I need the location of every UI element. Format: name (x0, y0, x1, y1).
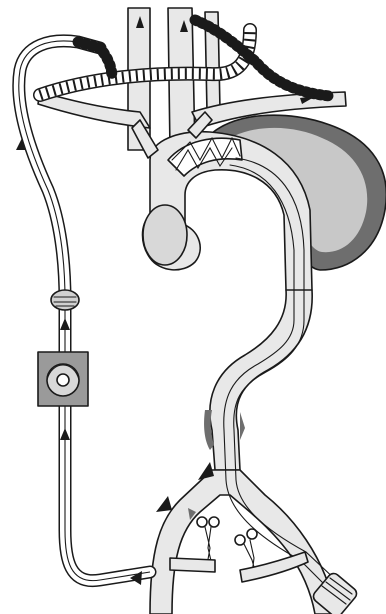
clamp-left (197, 517, 219, 565)
femoral-branches (170, 552, 308, 582)
iliac-bifurcation (150, 470, 336, 614)
centrifugal-pump (38, 352, 88, 406)
oxygenator-chamber (51, 290, 79, 310)
descending-aorta (204, 290, 312, 470)
